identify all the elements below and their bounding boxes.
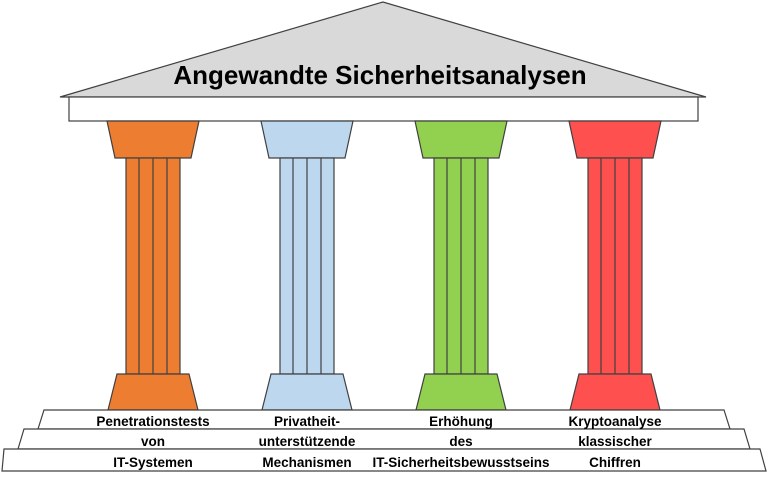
- pillar-4-label-line-1: Kryptoanalyse: [568, 414, 662, 429]
- pillar-base: [261, 373, 353, 411]
- pillar-1-label-line-3: IT-Systemen: [113, 455, 193, 470]
- pillar-2-label-line-3: Mechanismen: [262, 455, 351, 470]
- pillar-3-label-line-3: IT-Sicherheitsbewusstseins: [372, 455, 549, 470]
- pillar-3-label-line-1: Erhöhung: [429, 414, 493, 429]
- pillar-1-label-line-2: von: [141, 434, 165, 449]
- pillar-capital: [260, 120, 354, 159]
- pillars-group: [106, 120, 662, 411]
- pillar-4-label-line-3: Chiffren: [589, 455, 641, 470]
- pillar-3: [414, 120, 508, 411]
- pillar-base: [107, 373, 199, 411]
- pillar-capital: [106, 120, 200, 159]
- roof-title: Angewandte Sicherheitsanalysen: [173, 60, 586, 90]
- pillar-1: [106, 120, 200, 411]
- pillar-2-label-line-1: Privatheit-: [274, 414, 340, 429]
- pillar-2-label-line-2: unterstützende: [259, 434, 356, 449]
- pillar-base: [415, 373, 507, 411]
- pillar-capital: [414, 120, 508, 159]
- pillar-base: [569, 373, 661, 411]
- pillar-2: [260, 120, 354, 411]
- architrave-beam: [68, 96, 699, 122]
- step-bottom: [1, 448, 767, 472]
- pillar-1-label-line-1: Penetrationstests: [96, 414, 209, 429]
- pillar-4-label-line-2: klassischer: [578, 434, 652, 449]
- pillar-capital: [568, 120, 662, 159]
- pillar-3-label-line-2: des: [449, 434, 472, 449]
- pillar-4: [568, 120, 662, 411]
